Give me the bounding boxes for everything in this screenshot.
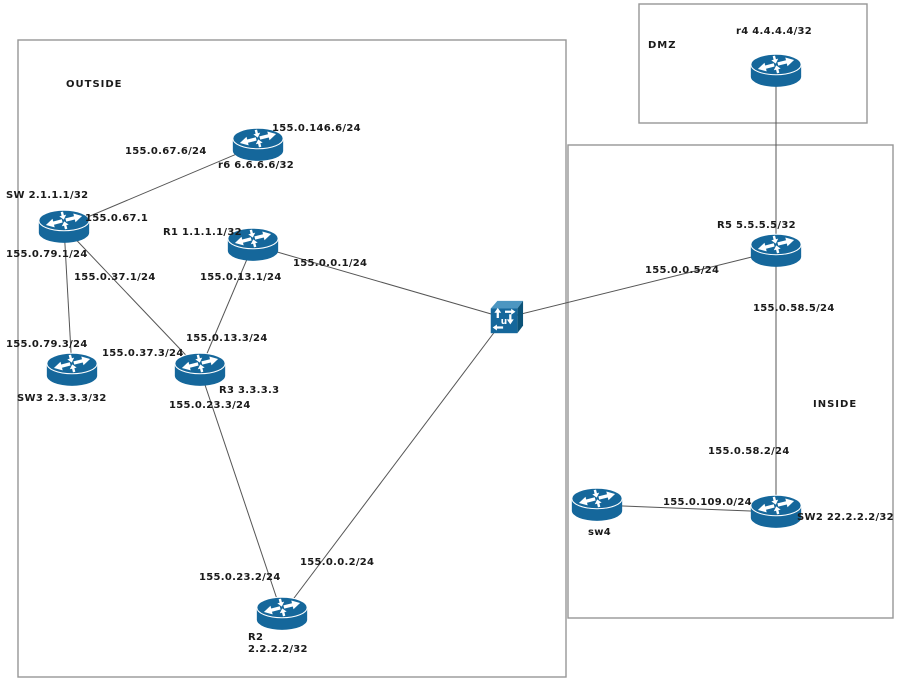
- label-ip-155-0-79-3: 155.0.79.3/24: [6, 339, 88, 350]
- label-r2-name: R2: [248, 632, 263, 643]
- label-ip-155-0-67-1: 155.0.67.1: [85, 213, 148, 224]
- link-sw-r3: [63, 226, 201, 371]
- link-r1-firewall: [252, 244, 506, 319]
- link-sw-sw3: [63, 226, 73, 371]
- zone-box-inside: [567, 144, 894, 619]
- zones-layer: OUTSIDE DMZ INSIDE: [17, 3, 894, 678]
- label-sw-name: SW 2.1.1.1/32: [6, 190, 88, 201]
- label-ip-155-0-79-1: 155.0.79.1/24: [6, 249, 88, 260]
- node-r5[interactable]: [750, 230, 802, 268]
- label-ip-155-0-67-6: 155.0.67.6/24: [125, 146, 207, 157]
- label-ip-155-0-58-5: 155.0.58.5/24: [753, 303, 835, 314]
- label-sw3-name: SW3 2.3.3.3/32: [17, 393, 107, 404]
- link-r1-r3: [199, 244, 254, 371]
- labels-layer: r4 4.4.4.4/32 155.0.146.6/24 155.0.67.6/24…: [6, 26, 894, 655]
- node-r2[interactable]: [256, 593, 308, 631]
- link-sw-r6: [63, 144, 259, 228]
- label-r3-name: R3 3.3.3.3: [219, 385, 279, 396]
- label-ip-155-0-0-5: 155.0.0.5/24: [645, 265, 719, 276]
- label-ip-155-0-37-1: 155.0.37.1/24: [74, 272, 156, 283]
- label-r1-name: R1 1.1.1.1/32: [163, 227, 242, 238]
- link-firewall-r5: [504, 250, 777, 319]
- label-ip-155-0-0-1: 155.0.0.1/24: [293, 258, 367, 269]
- devices-layer: [38, 50, 802, 631]
- label-ip-155-0-37-3: 155.0.37.3/24: [102, 348, 184, 359]
- label-ip-155-0-13-1: 155.0.13.1/24: [200, 272, 282, 283]
- label-r5-name: R5 5.5.5.5/32: [717, 220, 796, 231]
- label-r4-name: r4 4.4.4.4/32: [736, 26, 812, 37]
- label-sw2-name: SW2 22.2.2.2/32: [797, 512, 894, 523]
- label-ip-155-0-23-2: 155.0.23.2/24: [199, 572, 281, 583]
- node-sw3[interactable]: [46, 349, 98, 387]
- zone-label-inside: INSIDE: [813, 399, 857, 410]
- label-ip-155-0-13-3: 155.0.13.3/24: [186, 333, 268, 344]
- link-sw4-sw2: [596, 504, 777, 513]
- node-r4[interactable]: [750, 50, 802, 88]
- zone-label-outside: OUTSIDE: [66, 79, 123, 90]
- label-r6-name: r6 6.6.6.6/32: [218, 160, 294, 171]
- node-sw[interactable]: [38, 206, 90, 244]
- links-layer: [63, 71, 777, 615]
- link-r2-firewall: [281, 317, 506, 615]
- label-ip-155-0-146-6: 155.0.146.6/24: [272, 123, 361, 134]
- node-sw4[interactable]: [571, 484, 623, 522]
- label-ip-155-0-58-2: 155.0.58.2/24: [708, 446, 790, 457]
- zone-box-outside: [17, 39, 567, 678]
- node-firewall[interactable]: [490, 300, 524, 334]
- label-ip-155-0-0-2: 155.0.0.2/24: [300, 557, 374, 568]
- label-ip-155-0-23-3: 155.0.23.3/24: [169, 400, 251, 411]
- link-r3-r2: [199, 369, 283, 615]
- label-r2-ip: 2.2.2.2/32: [248, 644, 308, 655]
- zone-box-dmz: [638, 3, 868, 124]
- label-ip-155-0-109-0: 155.0.109.0/24: [663, 497, 752, 508]
- node-sw2[interactable]: [750, 491, 802, 529]
- label-sw4-name: sw4: [588, 527, 611, 538]
- zone-label-dmz: DMZ: [648, 40, 677, 51]
